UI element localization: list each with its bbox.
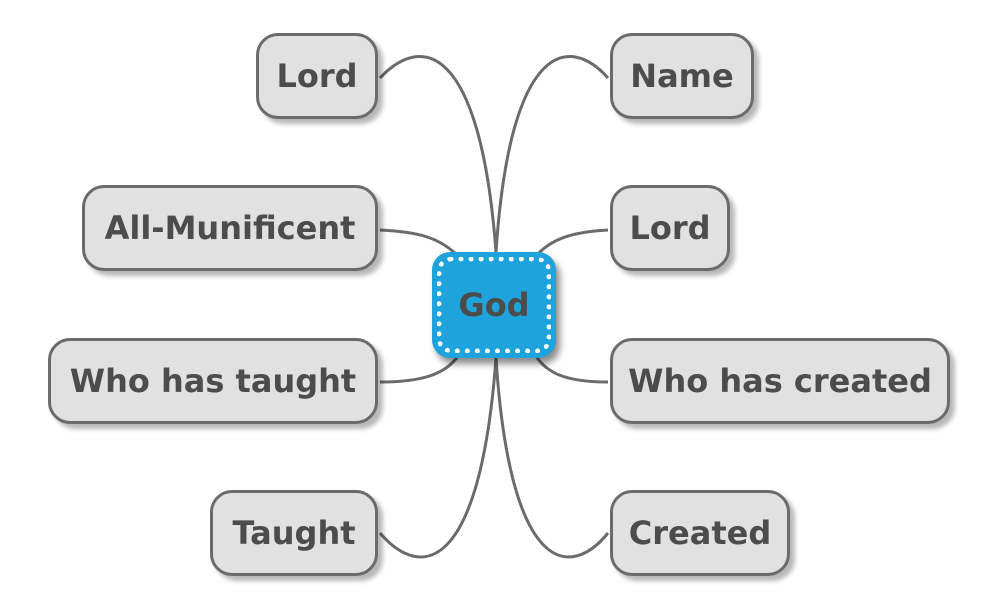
left-node-2[interactable]: All-Munificent xyxy=(82,185,378,271)
right-node-1[interactable]: Name xyxy=(610,33,754,119)
connector-right-1 xyxy=(494,55,610,253)
right-node-2[interactable]: Lord xyxy=(610,185,730,271)
connector-right-3 xyxy=(534,355,609,384)
node-label: Lord xyxy=(629,209,711,247)
center-node[interactable]: God xyxy=(432,252,556,358)
left-node-4[interactable]: Taught xyxy=(210,490,378,576)
node-label: Name xyxy=(630,57,734,95)
node-label: Lord xyxy=(276,57,358,95)
connector-left-2 xyxy=(379,228,460,258)
right-node-4[interactable]: Created xyxy=(610,490,790,576)
node-label: Who has created xyxy=(628,362,932,400)
connector-left-1 xyxy=(378,55,498,253)
connector-right-2 xyxy=(534,228,609,257)
connector-left-3 xyxy=(379,355,460,384)
center-node-label: God xyxy=(458,286,530,324)
node-label: Taught xyxy=(232,514,356,552)
connector-left-4 xyxy=(378,357,498,559)
connector-right-4 xyxy=(494,357,610,559)
node-label: All-Munificent xyxy=(104,209,356,247)
node-label: Who has taught xyxy=(69,362,357,400)
left-node-1[interactable]: Lord xyxy=(256,33,378,119)
node-label: Created xyxy=(628,514,772,552)
right-node-3[interactable]: Who has created xyxy=(610,338,950,424)
left-node-3[interactable]: Who has taught xyxy=(48,338,378,424)
